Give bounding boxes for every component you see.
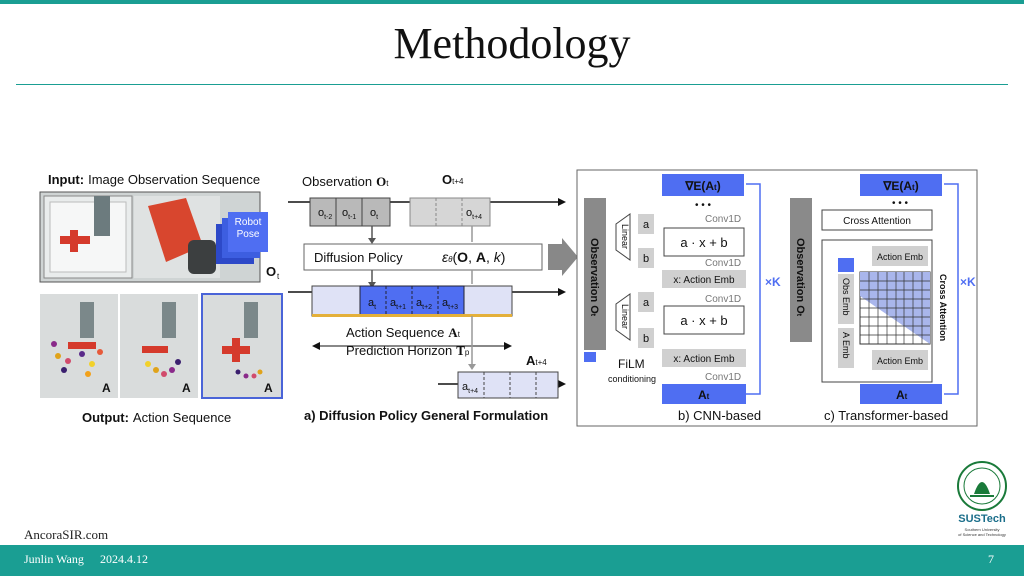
svg-text:×K: ×K bbox=[960, 275, 976, 289]
svg-text:• • •: • • • bbox=[695, 200, 712, 211]
svg-text:Action Emb: Action Emb bbox=[877, 252, 923, 262]
svg-text:Output:Action Sequence: Output: Action Sequence bbox=[82, 410, 231, 425]
logo-name: SUSTech bbox=[958, 513, 1006, 525]
prediction-horizon-label: Prediction Horizon bbox=[346, 343, 452, 358]
top-accent-bar bbox=[0, 0, 1024, 4]
caption-a: a) Diffusion Policy General Formulation bbox=[304, 408, 548, 423]
svg-text:Cross Attention: Cross Attention bbox=[938, 274, 948, 341]
footer-author: Junlin Wang bbox=[24, 552, 84, 566]
svg-text:a: a bbox=[643, 219, 650, 231]
svg-text:A: A bbox=[182, 381, 191, 395]
svg-text:b: b bbox=[643, 333, 649, 345]
svg-text:εθ(O, A, k): εθ(O, A, k) bbox=[442, 249, 505, 265]
svg-text:x: Action Emb: x: Action Emb bbox=[673, 275, 735, 286]
caption-b: b) CNN-based bbox=[678, 408, 761, 423]
svg-text:FiLM: FiLM bbox=[618, 357, 645, 371]
ot-symbol-left: O bbox=[266, 264, 276, 279]
cnn-based-diagram: Observation Ot Linear Linear a b a b ∇E(… bbox=[584, 174, 781, 423]
output-label-bold: Output: bbox=[82, 410, 129, 425]
action-image-1: A bbox=[40, 294, 118, 398]
svg-text:Observation Ot: Observation Ot bbox=[588, 238, 600, 317]
svg-text:a · x + b: a · x + b bbox=[680, 235, 727, 250]
svg-text:Linear: Linear bbox=[620, 304, 630, 329]
slide-title: Methodology bbox=[393, 19, 631, 68]
svg-text:Observation Ot: Observation Ot bbox=[794, 238, 806, 317]
svg-text:A: A bbox=[102, 381, 111, 395]
svg-text:A: A bbox=[264, 381, 273, 395]
svg-text:A Emb: A Emb bbox=[841, 332, 851, 359]
svg-text:at: at bbox=[368, 297, 376, 311]
svg-text:a · x + b: a · x + b bbox=[680, 313, 727, 328]
observation-image-stack bbox=[39, 191, 261, 283]
svg-text:Cross Attention: Cross Attention bbox=[843, 216, 911, 227]
robot-pose-stack: Robot Pose bbox=[216, 212, 268, 264]
transformer-observation-label: Observation O bbox=[794, 238, 806, 314]
svg-text:×K: ×K bbox=[765, 275, 781, 289]
sustech-logo bbox=[957, 461, 1007, 511]
footer-site: AncoraSIR.com bbox=[24, 527, 109, 542]
page-number: 7 bbox=[988, 552, 994, 566]
ot-symbol-left-sub: t bbox=[277, 272, 280, 281]
action-image-2: A bbox=[120, 294, 198, 398]
diffusion-policy-figure: Input: Image Observation Sequence Robot P… bbox=[39, 169, 978, 427]
svg-text:x: Action Emb: x: Action Emb bbox=[673, 354, 735, 365]
svg-text:conditioning: conditioning bbox=[608, 374, 656, 384]
action-image-3: A bbox=[201, 293, 283, 399]
caption-c: c) Transformer-based bbox=[824, 408, 948, 423]
title-divider bbox=[16, 84, 1008, 85]
svg-text:• • •: • • • bbox=[892, 198, 909, 209]
svg-text:Ot+4: Ot+4 bbox=[442, 172, 464, 187]
input-label-bold: Input: bbox=[48, 172, 84, 187]
svg-text:∇E(At): ∇E(At) bbox=[882, 179, 918, 193]
svg-text:Conv1D: Conv1D bbox=[705, 294, 741, 305]
cnn-observation-label: Observation O bbox=[588, 238, 600, 314]
svg-text:Conv1D: Conv1D bbox=[705, 214, 741, 225]
svg-text:ot: ot bbox=[370, 207, 378, 221]
observation-label: Observation bbox=[302, 174, 372, 189]
svg-text:Input:Image Observation Sequen: Input: Image Observation Sequence bbox=[48, 172, 260, 187]
robot-pose-line1: Robot bbox=[235, 217, 262, 228]
diffusion-policy-label: Diffusion Policy bbox=[314, 250, 403, 265]
footer-date: 2024.4.12 bbox=[100, 552, 148, 566]
svg-text:∇E(At): ∇E(At) bbox=[684, 179, 720, 193]
svg-text:At: At bbox=[698, 388, 710, 402]
svg-text:At+4: At+4 bbox=[526, 353, 547, 368]
svg-text:Obs Emb: Obs Emb bbox=[841, 278, 851, 316]
svg-text:Conv1D: Conv1D bbox=[705, 258, 741, 269]
output-label: Action Sequence bbox=[133, 410, 231, 425]
svg-text:a: a bbox=[643, 297, 650, 309]
action-sequence-label: Action Sequence bbox=[346, 325, 444, 340]
robot-pose-line2: Pose bbox=[237, 229, 260, 240]
input-label: Image Observation Sequence bbox=[88, 172, 260, 187]
attention-mask-grid bbox=[859, 271, 931, 345]
svg-text:Linear: Linear bbox=[620, 224, 630, 249]
svg-text:At: At bbox=[896, 388, 908, 402]
footer-bar bbox=[0, 545, 1024, 576]
transformer-based-diagram: Observation Ot ∇E(At) • • • Cross Attent… bbox=[790, 174, 976, 423]
svg-text:Action Emb: Action Emb bbox=[877, 356, 923, 366]
svg-text:Conv1D: Conv1D bbox=[705, 372, 741, 383]
svg-text:b: b bbox=[643, 253, 649, 265]
